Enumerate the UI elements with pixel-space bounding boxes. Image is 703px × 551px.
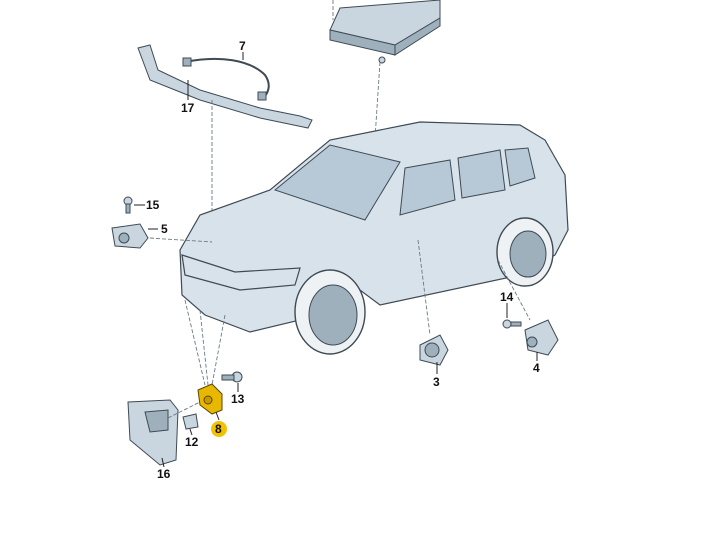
bumper-bracket[interactable] (137, 44, 313, 129)
wiring-harness[interactable] (182, 57, 270, 101)
sensor-8-highlighted[interactable] (197, 383, 223, 415)
screw-14[interactable] (502, 319, 522, 329)
label-5: 5 (161, 222, 168, 236)
bracket-16[interactable] (127, 399, 179, 466)
label-15: 15 (146, 198, 160, 212)
label-8: 8 (215, 422, 222, 436)
screw-15[interactable] (123, 196, 133, 214)
control-unit[interactable] (329, 0, 441, 64)
vehicle (179, 121, 569, 355)
label-7: 7 (239, 39, 246, 53)
label-17: 17 (181, 101, 195, 115)
nut-12[interactable] (182, 413, 199, 430)
sensor-5[interactable] (111, 223, 149, 249)
label-4: 4 (533, 361, 540, 375)
label-3: 3 (433, 375, 440, 389)
highlight-badge (211, 421, 227, 437)
screw-13[interactable] (221, 371, 243, 383)
sensor-3[interactable] (419, 334, 449, 366)
label-14: 14 (500, 290, 514, 304)
label-13: 13 (231, 392, 245, 406)
label-16: 16 (157, 467, 171, 481)
label-12: 12 (185, 435, 199, 449)
sensor-4[interactable] (524, 319, 559, 356)
